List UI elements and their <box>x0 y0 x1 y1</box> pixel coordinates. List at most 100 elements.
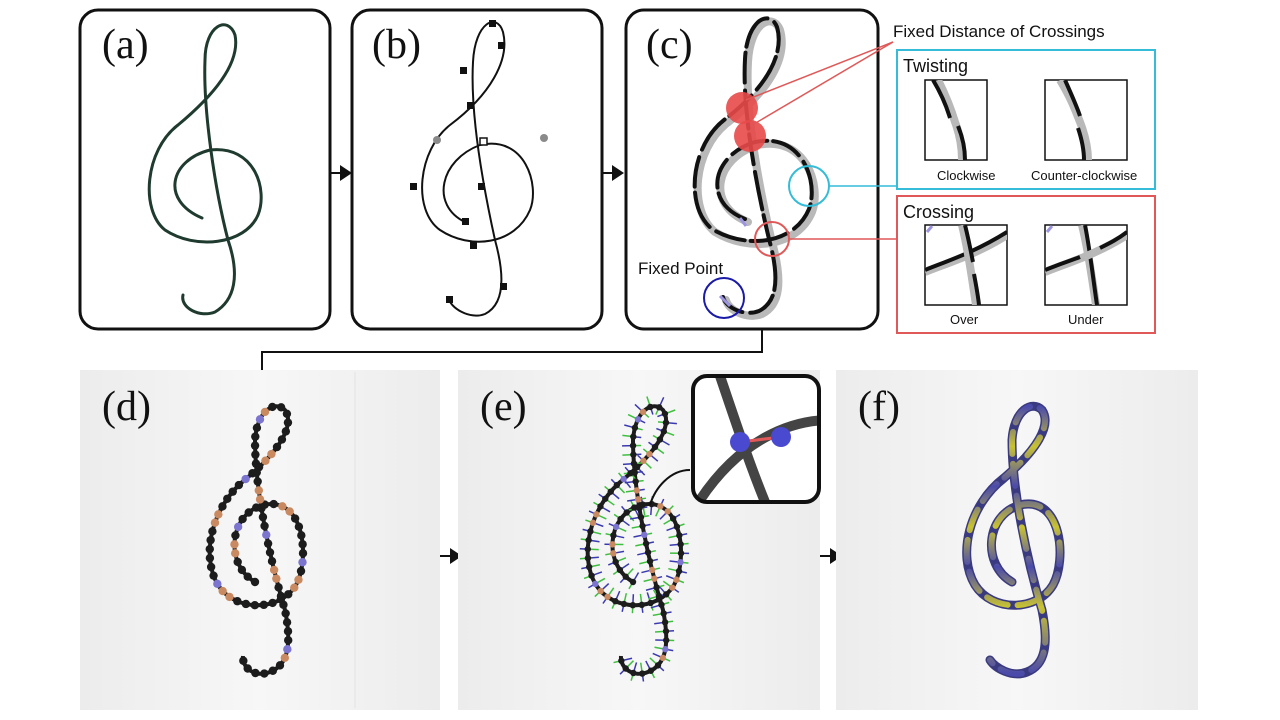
bead <box>239 656 248 665</box>
bead <box>585 563 593 571</box>
bead <box>610 532 617 539</box>
bead <box>283 645 292 654</box>
panel-f: (f) <box>836 370 1198 710</box>
twisting-right-label: Counter-clockwise <box>1031 168 1137 183</box>
bead <box>677 550 685 557</box>
bead <box>662 628 670 635</box>
bead <box>584 545 591 553</box>
bead <box>641 531 648 539</box>
bead <box>669 584 676 591</box>
twisting-title: Twisting <box>903 56 968 76</box>
bead <box>276 403 286 412</box>
bead <box>634 416 642 423</box>
bead <box>283 627 293 636</box>
crossing-under-strands <box>1045 225 1127 305</box>
bead <box>597 587 604 595</box>
bead <box>251 432 260 441</box>
bead <box>636 505 643 512</box>
bead <box>631 424 639 431</box>
bead <box>290 514 300 523</box>
bead <box>281 427 291 436</box>
bead <box>597 503 604 510</box>
bead <box>250 600 260 610</box>
bead <box>260 407 270 417</box>
bead <box>268 598 277 608</box>
bead <box>285 507 294 516</box>
bead <box>208 527 217 536</box>
bead <box>223 494 232 503</box>
bead <box>243 572 252 581</box>
control-points <box>410 20 507 303</box>
bead <box>267 556 277 566</box>
bead <box>593 511 600 518</box>
bead <box>209 571 218 580</box>
bead <box>206 535 215 545</box>
bead <box>272 574 281 583</box>
bead <box>660 610 667 617</box>
twisting-left-label: Clockwise <box>937 168 996 183</box>
bead <box>233 522 243 532</box>
crossing-right-label: Under <box>1068 312 1104 327</box>
bead <box>290 583 299 592</box>
bead <box>281 609 290 618</box>
bead <box>631 504 638 511</box>
bead <box>661 410 669 417</box>
twisting-clockwise-strand <box>931 80 967 160</box>
bead <box>237 565 247 575</box>
ribbon-surface <box>963 403 1063 677</box>
bead <box>265 548 275 557</box>
bead <box>218 502 227 511</box>
bead <box>218 586 227 596</box>
bead <box>210 518 220 527</box>
bead <box>634 496 642 503</box>
fixed-distance-label: Fixed Distance of Crossings <box>893 22 1105 41</box>
bead <box>251 459 261 468</box>
crossing-over-strands <box>925 225 1007 305</box>
bead <box>241 474 250 484</box>
tangent-handle <box>433 136 441 144</box>
bead <box>296 566 306 576</box>
bead <box>638 601 646 609</box>
bead <box>243 664 252 673</box>
bead <box>647 667 655 674</box>
bead <box>284 636 293 645</box>
bead <box>617 515 624 523</box>
bead <box>230 540 239 549</box>
bead <box>213 579 222 589</box>
bead <box>268 666 278 675</box>
bead <box>612 598 619 605</box>
bead <box>647 403 654 411</box>
bead <box>251 450 260 459</box>
bead <box>277 435 287 444</box>
bead <box>629 578 637 586</box>
bead <box>673 523 681 530</box>
bead <box>662 419 670 426</box>
fixed-distance-leader <box>745 41 894 101</box>
bead <box>675 567 683 575</box>
crossing-marker <box>726 92 758 124</box>
bead <box>269 565 279 575</box>
bead <box>648 566 656 574</box>
bead <box>298 549 308 558</box>
bead <box>604 593 611 601</box>
bead <box>609 541 616 548</box>
bead <box>655 404 663 411</box>
bead <box>585 536 592 544</box>
panel-e: (e) <box>458 370 821 710</box>
bead <box>282 618 292 627</box>
bead <box>260 521 269 531</box>
bead <box>623 509 630 516</box>
crossing-left-label: Over <box>950 312 979 327</box>
bead <box>602 495 609 502</box>
bead <box>642 540 650 547</box>
bead <box>250 441 260 450</box>
bead <box>677 541 684 548</box>
bead <box>610 550 617 557</box>
bead <box>276 591 286 601</box>
bead <box>231 549 240 558</box>
bead <box>267 449 276 459</box>
bead <box>607 488 614 495</box>
bead <box>616 566 624 574</box>
bead <box>651 443 659 451</box>
